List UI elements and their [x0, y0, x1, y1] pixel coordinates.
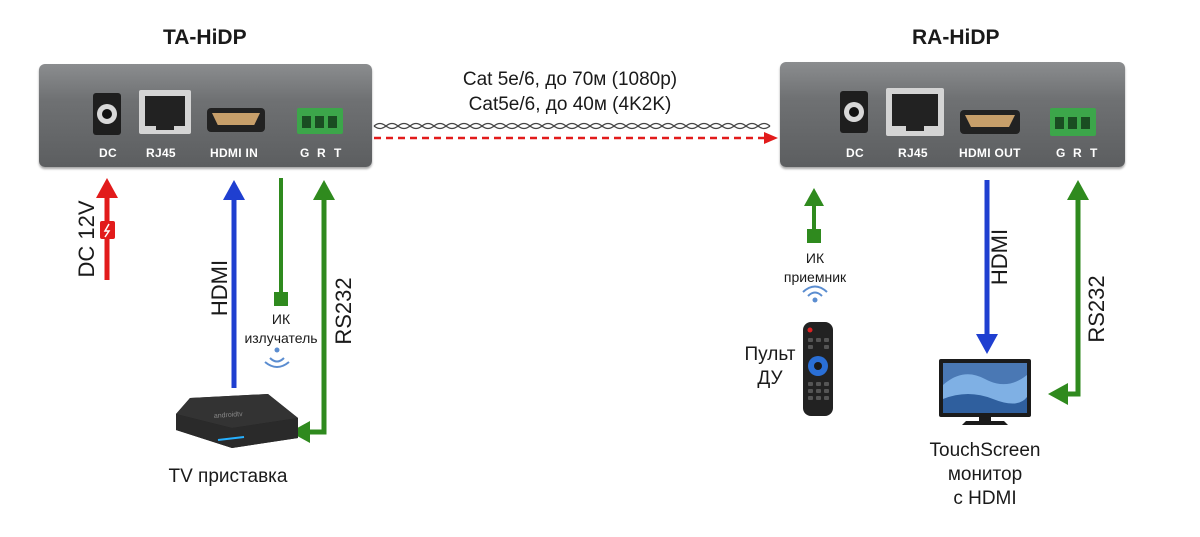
- ir-emitter-cable: [264, 178, 290, 368]
- port-label-hdmi: HDMI OUT: [959, 146, 1021, 160]
- terminal-block: [297, 108, 343, 134]
- rs232-right-label: RS232: [1084, 275, 1109, 343]
- tv-box-label: TV приставка: [168, 466, 288, 487]
- ir-receiver-label: ИК приемник: [770, 249, 860, 287]
- port-label-g: G: [300, 146, 310, 160]
- tv-box-brand: androidtv: [214, 411, 244, 420]
- rs232-right-arrow: [1048, 180, 1089, 405]
- port-label-g: G: [1056, 146, 1066, 160]
- monitor-label: TouchScreen монитор с HDMI: [905, 439, 1065, 511]
- ir-receiver-label-line2: приемник: [783, 269, 847, 285]
- remote-label-line2: ДУ: [757, 368, 783, 389]
- tv-box-image: androidtv: [176, 394, 298, 448]
- power-arrow: [96, 178, 118, 280]
- power-plug-icon: [100, 221, 115, 239]
- cable-spec-line2: Cat5e/6, до 40м (4K2K): [468, 94, 672, 115]
- hdmi-out-port: [960, 110, 1020, 134]
- cable-spec-line1: Cat 5e/6, до 70м (1080р): [462, 69, 678, 90]
- ir-receiver-label-line1: ИК: [805, 250, 825, 266]
- hdmi-in-label: HDMI: [207, 259, 232, 317]
- monitor-image: [939, 359, 1031, 425]
- monitor-label-line1: TouchScreen: [929, 440, 1041, 461]
- ir-receiver-signal-icon: [802, 285, 828, 303]
- cable-spec: Cat 5e/6, до 70м (1080р) Cat5e/6, до 40м…: [420, 67, 720, 117]
- monitor-label-line3: с HDMI: [953, 488, 1017, 509]
- port-label-rj45: RJ45: [146, 146, 176, 160]
- port-label-hdmi: HDMI IN: [210, 146, 259, 160]
- ir-emitter-label-line2: излучатель: [244, 330, 318, 346]
- hdmi-out-arrow: [976, 180, 998, 354]
- port-label-r: R: [1073, 146, 1082, 160]
- ir-emitter-label-line1: ИК: [271, 311, 291, 327]
- transmitter-device: DC RJ45 HDMI IN G R T: [39, 64, 372, 167]
- monitor-label-line2: монитор: [947, 464, 1023, 485]
- hdmi-out-label: HDMI: [987, 228, 1012, 286]
- receiver-device: DC RJ45 HDMI OUT G R T: [780, 62, 1125, 167]
- terminal-block: [1050, 108, 1096, 136]
- dc-jack: [93, 93, 121, 135]
- transmitter-title: TA-HiDP: [163, 26, 247, 49]
- hdmi-in-port: [207, 108, 265, 132]
- port-label-dc: DC: [99, 146, 117, 160]
- hdmi-in-arrow: [223, 180, 245, 388]
- twisted-pair-cable: [373, 122, 778, 144]
- ir-receiver-icon: [807, 229, 821, 243]
- dc-jack: [840, 91, 868, 133]
- rj45-port: [139, 90, 191, 134]
- port-label-rj45: RJ45: [898, 146, 928, 160]
- ir-receiver-cable: [802, 188, 828, 303]
- port-label-t: T: [334, 146, 342, 160]
- port-label-t: T: [1090, 146, 1098, 160]
- ir-signal-icon: [264, 347, 290, 368]
- dc-12v-label: DC 12V: [74, 200, 99, 278]
- remote-label-line1: Пульт: [744, 344, 796, 365]
- rs232-left-arrow: [290, 180, 335, 443]
- port-label-dc: DC: [846, 146, 864, 160]
- rs232-left-label: RS232: [331, 277, 356, 345]
- ir-emitter-label: ИК излучатель: [236, 310, 326, 348]
- rj45-port: [886, 88, 944, 136]
- port-label-r: R: [317, 146, 326, 160]
- remote-control-image: [803, 322, 833, 416]
- remote-label: Пульт ДУ: [730, 343, 810, 391]
- ir-emitter-icon: [274, 292, 288, 306]
- receiver-title: RA-HiDP: [912, 26, 1000, 49]
